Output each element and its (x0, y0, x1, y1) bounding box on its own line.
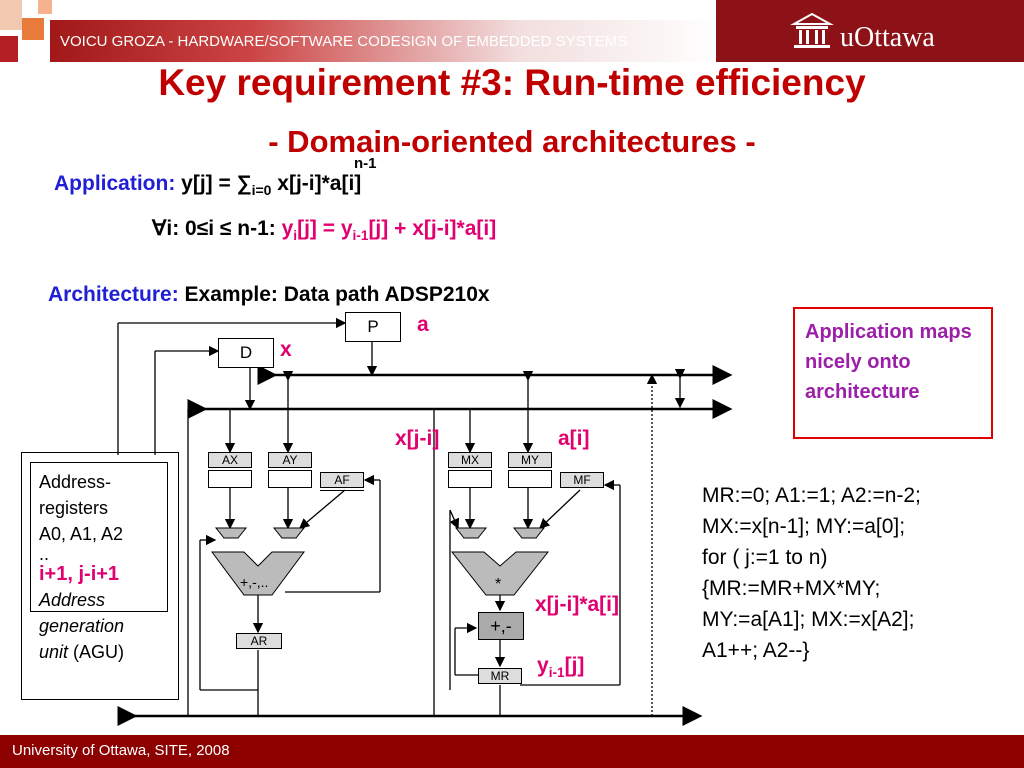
label-y-prev: yi-1[j] (537, 654, 584, 680)
note-box: Application maps nicely onto architectur… (793, 307, 993, 439)
agu-italic: generation (39, 616, 125, 636)
agu-tail: (AGU) (68, 642, 125, 662)
register-AF: AF (320, 472, 364, 488)
register-MF: MF (560, 472, 604, 488)
code-line: MY:=a[A1]; MX:=x[A2]; (702, 608, 915, 631)
architecture-label: Architecture: (48, 283, 179, 306)
decor-square (22, 18, 44, 40)
y-prev-sub: i-1 (548, 664, 565, 680)
code-line: {MR:=MR+MX*MY; (702, 577, 881, 600)
recurrence-y-sub: i (293, 227, 298, 243)
agu-italic: unit (39, 642, 69, 662)
register-AR: AR (236, 633, 282, 649)
y-prev-end: [j] (564, 654, 585, 677)
agu-line: registers (39, 498, 109, 518)
agu-line: A0, A1, A2 (39, 524, 124, 544)
formula-lhs: y[j] = (181, 172, 237, 195)
register-D: D (218, 338, 274, 368)
footer-bar (0, 735, 1024, 768)
sum-upper-limit: n-1 (354, 155, 377, 172)
agu-line: .. (39, 544, 50, 564)
code-line: for ( j:=1 to n) (702, 546, 828, 569)
register-AY-body (268, 470, 312, 488)
label-x: x (280, 338, 292, 361)
recurrence-end: [j] + x[j-i]*a[i] (368, 217, 497, 240)
university-logo: uOttawa (840, 22, 935, 53)
mul-op-label: * (495, 576, 502, 593)
register-AX-body (208, 470, 252, 488)
code-line: MX:=x[n-1]; MY:=a[0]; (702, 515, 906, 538)
register-MX-body (448, 470, 492, 488)
label-a: a (417, 313, 429, 336)
label-xji: x[j-i] (395, 427, 440, 450)
decor-square (38, 0, 52, 14)
footer-text: University of Ottawa, SITE, 2008 (12, 742, 230, 759)
architecture-text: Example: Data path ADSP210x (184, 283, 490, 306)
application-label: Application: (54, 172, 176, 195)
agu-highlight: i+1, j-i+1 (39, 563, 120, 585)
alu-op-label: +,-,.. (240, 574, 269, 590)
register-AX: AX (208, 452, 252, 468)
formula-rhs: x[j-i]*a[i] (271, 172, 362, 195)
agu-inner (30, 462, 168, 612)
agu-text: Address- registers A0, A1, A2 .. i+1, j-… (39, 469, 124, 665)
recurrence-y: y (281, 217, 294, 240)
register-MY-body (508, 470, 552, 488)
sum-lower-limit: i=0 (251, 181, 272, 198)
agu-outer (21, 452, 179, 700)
architecture-line: Architecture: Example: Data path ADSP210… (48, 283, 490, 307)
forall-quantifier: ∀i: 0≤i ≤ n-1: (152, 217, 282, 240)
slide-subtitle: - Domain-oriented architectures - (268, 124, 756, 159)
label-product: x[j-i]*a[i] (535, 593, 619, 616)
logo-area (716, 0, 1024, 62)
register-AF-body (320, 490, 364, 491)
header-gradient (50, 20, 720, 62)
decor-square (0, 36, 18, 62)
course-title: VOICU GROZA - HARDWARE/SOFTWARE CODESIGN… (60, 33, 628, 50)
code-block: MR:=0; A1:=1; A2:=n-2; MX:=x[n-1]; MY:=a… (702, 480, 921, 666)
y-prev-base: y (537, 654, 549, 677)
agu-italic: Address (39, 590, 106, 610)
register-AY: AY (268, 452, 312, 468)
adder-unit: +,- (478, 612, 524, 640)
code-line: MR:=0; A1:=1; A2:=n-2; (702, 484, 921, 507)
recurrence-y-prev-sub: i-1 (352, 227, 369, 243)
slide-title: Key requirement #3: Run-time efficiency (158, 62, 866, 103)
register-MR: MR (478, 668, 522, 684)
application-formula: Application: y[j] = ∑i=0 x[j-i]*a[i] (54, 172, 361, 198)
register-MY: MY (508, 452, 552, 468)
building-icon (790, 12, 834, 48)
register-P: P (345, 312, 401, 342)
recurrence-mid: [j] = y (297, 217, 353, 240)
recurrence-formula: ∀i: 0≤i ≤ n-1: yi[j] = yi-1[j] + x[j-i]*… (152, 216, 496, 243)
register-MX: MX (448, 452, 492, 468)
code-line: A1++; A2--} (702, 639, 810, 662)
sigma-symbol: ∑ (236, 172, 252, 195)
agu-line: Address- (39, 472, 112, 492)
decor-square (0, 0, 22, 30)
label-ai: a[i] (558, 427, 590, 450)
